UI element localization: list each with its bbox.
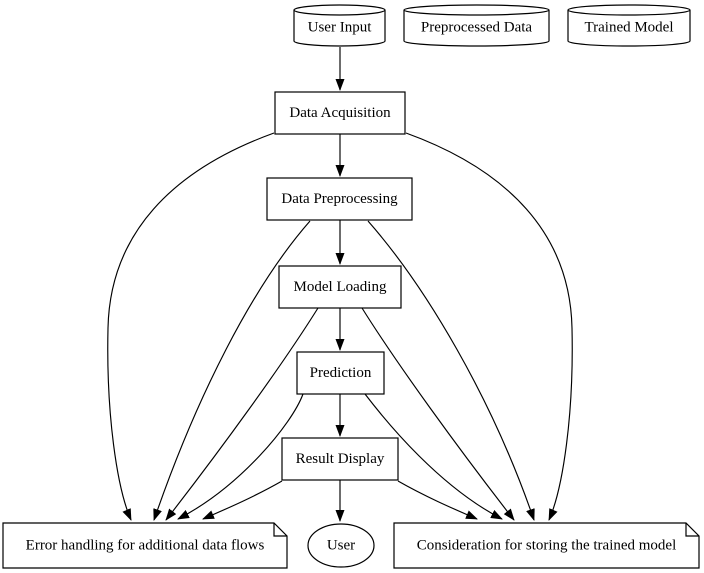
edge-model-loading-to-error-handling — [165, 307, 319, 521]
data-acquisition-box-shape — [274, 91, 406, 135]
edge-result-display-to-error-handling — [202, 480, 283, 520]
error-handling-note-fold — [273, 523, 287, 537]
nodes-layer: User Input Preprocessed Data Trained Model… — [2, 4, 700, 569]
error-handling-note-shape — [2, 522, 288, 569]
node-error-handling: Error handling for additional data flows — [2, 522, 288, 569]
trained-model-cylinder-shape — [567, 4, 691, 47]
preprocessed-data-cylinder-shape — [403, 4, 550, 47]
consideration-note-fold — [685, 523, 699, 537]
node-result-display: Result Display — [281, 437, 399, 481]
edge-data-preprocessing-to-consideration — [367, 220, 535, 521]
error-handling-label: Error handling for additional data flows — [26, 538, 265, 554]
edge-prediction-to-error-handling — [177, 393, 304, 520]
trained-model-cylinder-rim — [567, 9, 691, 16]
preprocessed-data-label: Preprocessed Data — [421, 20, 533, 36]
node-prediction: Prediction — [296, 351, 385, 395]
data-preprocessing-box-shape — [266, 177, 413, 221]
user-input-label: User Input — [308, 20, 373, 36]
node-trained-model: Trained Model — [567, 4, 691, 47]
node-model-loading: Model Loading — [278, 265, 402, 309]
edge-prediction-to-consideration — [364, 393, 503, 520]
edge-data-acquisition-to-error-handling — [107, 132, 275, 521]
edge-data-acquisition-to-consideration — [405, 132, 573, 521]
model-loading-box-shape — [278, 265, 402, 309]
edge-result-display-to-consideration — [397, 480, 478, 520]
preprocessed-data-cylinder-rim — [403, 9, 550, 16]
consideration-label: Consideration for storing the trained mo… — [417, 538, 677, 554]
user-label: User — [327, 538, 355, 554]
node-preprocessed-data: Preprocessed Data — [403, 4, 550, 47]
data-acquisition-label: Data Acquisition — [289, 105, 391, 121]
trained-model-label: Trained Model — [584, 20, 673, 36]
node-user: User — [307, 523, 375, 568]
result-display-box-shape — [281, 437, 399, 481]
prediction-box-shape — [296, 351, 385, 395]
model-loading-label: Model Loading — [294, 279, 387, 295]
result-display-label: Result Display — [296, 451, 385, 467]
user-input-cylinder-shape — [293, 4, 386, 47]
node-data-preprocessing: Data Preprocessing — [266, 177, 413, 221]
edge-data-preprocessing-to-error-handling — [153, 220, 311, 521]
edges-layer — [107, 47, 573, 522]
user-ellipse-shape — [307, 523, 375, 568]
user-input-cylinder-rim — [293, 9, 386, 16]
data-preprocessing-label: Data Preprocessing — [281, 191, 398, 207]
node-consideration: Consideration for storing the trained mo… — [393, 522, 700, 569]
consideration-note-shape — [393, 522, 700, 569]
prediction-label: Prediction — [310, 365, 372, 381]
edge-model-loading-to-consideration — [361, 307, 515, 521]
node-user-input: User Input — [293, 4, 386, 47]
node-data-acquisition: Data Acquisition — [274, 91, 406, 135]
